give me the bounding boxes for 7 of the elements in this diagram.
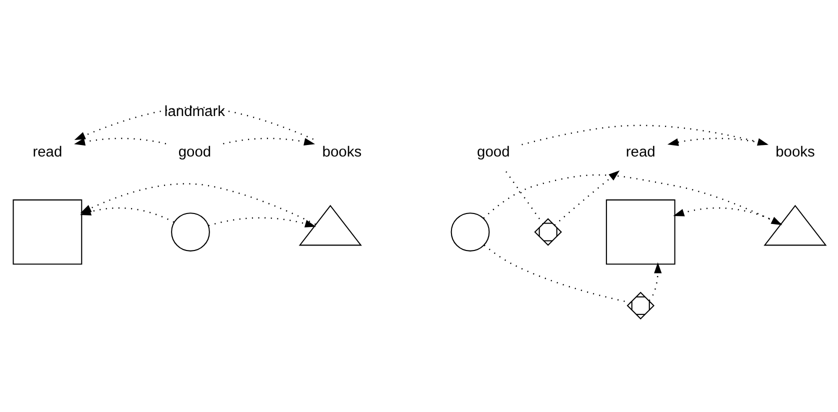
node-text: read — [625, 144, 655, 161]
edge-label: landmark — [164, 104, 224, 120]
node-text: books — [775, 144, 814, 161]
node-text: books — [322, 144, 362, 161]
node-text: good — [178, 144, 211, 161]
node-text: good — [476, 144, 510, 161]
node-text: read — [32, 144, 62, 161]
